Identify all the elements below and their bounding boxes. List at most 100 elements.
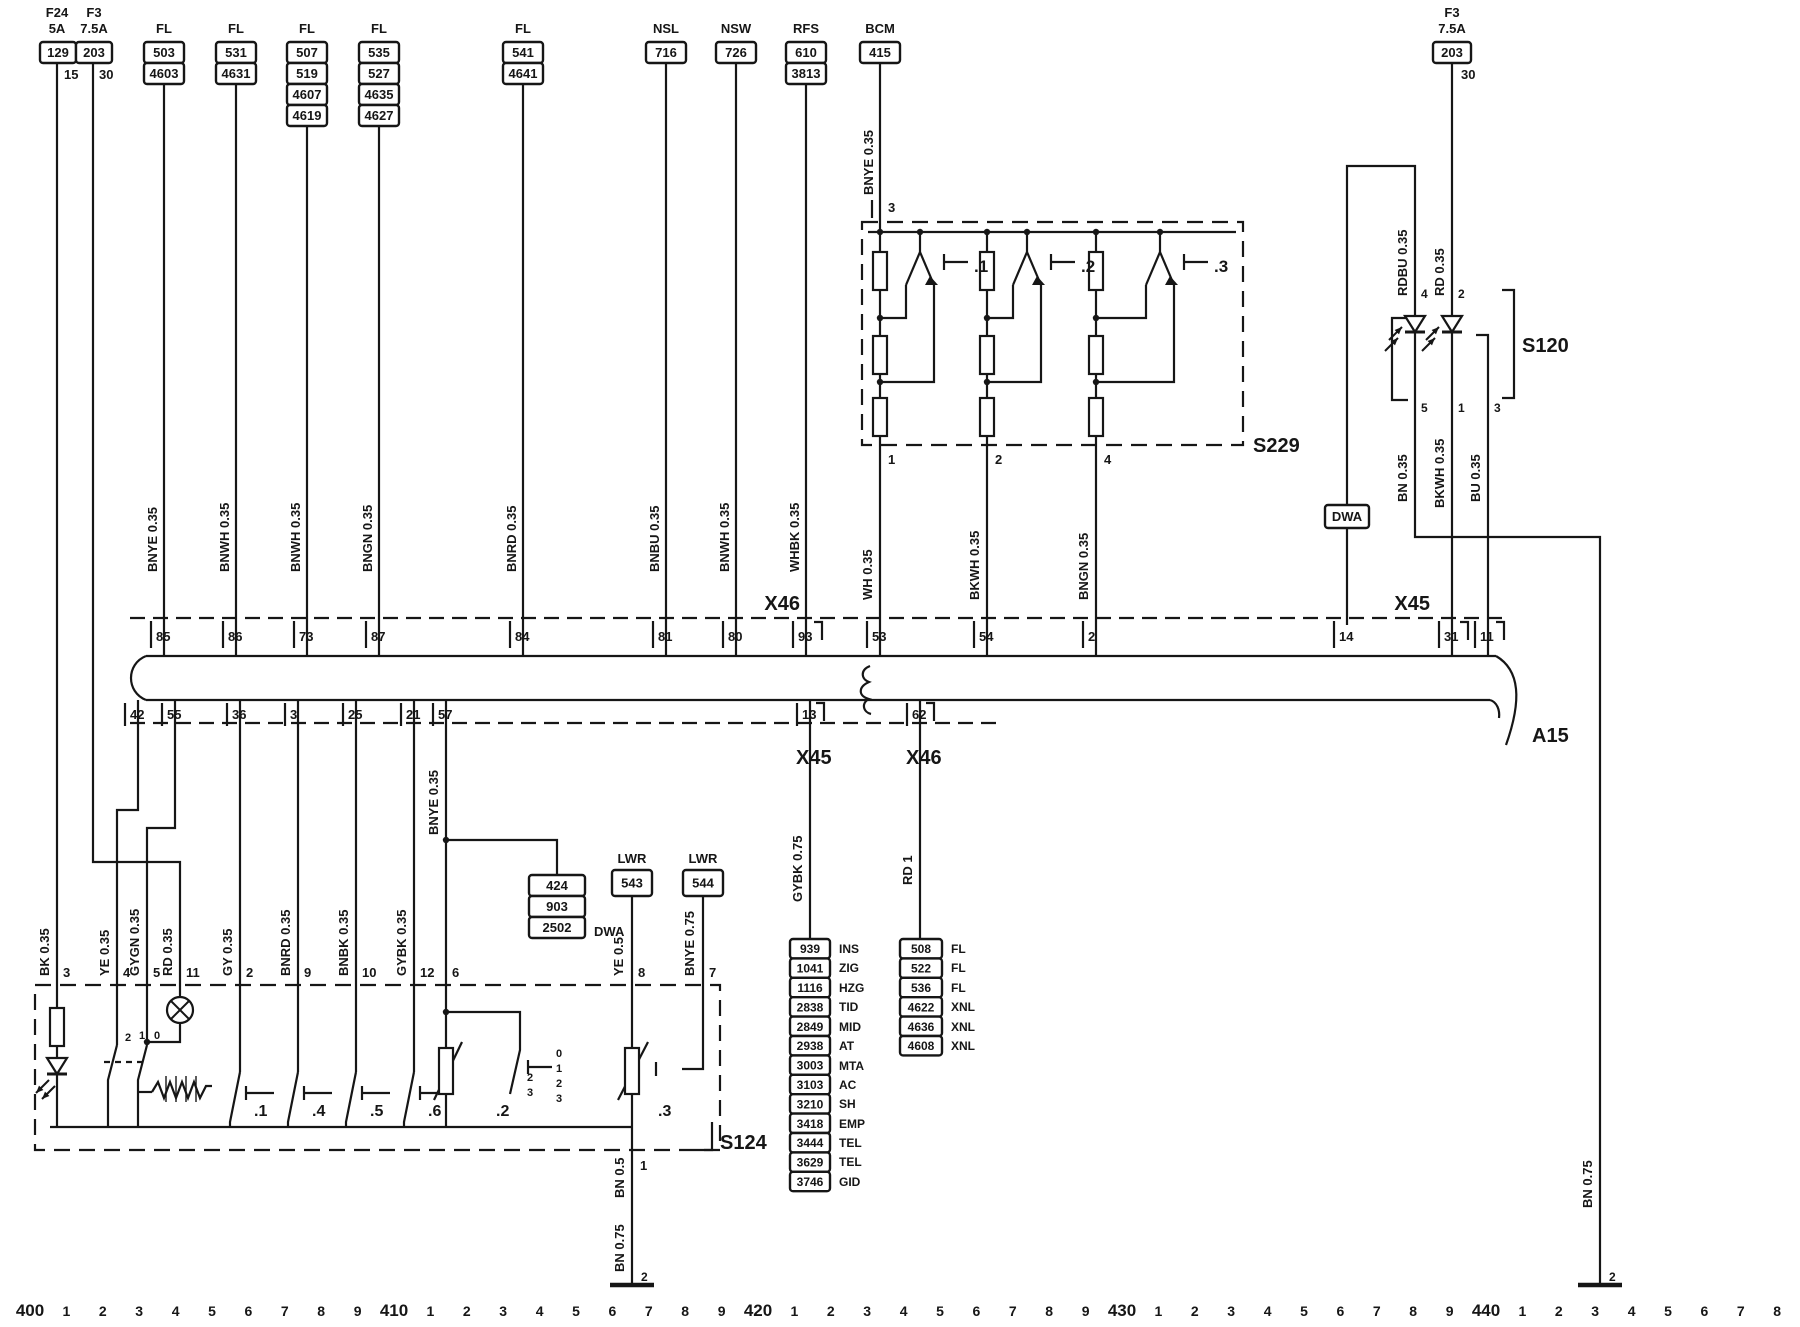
switch-position: 1 xyxy=(556,1063,562,1075)
grid-reference: 5 xyxy=(1300,1303,1308,1319)
wire-label: GYBK 0.35 xyxy=(394,910,409,976)
wire-label: RD 0.35 xyxy=(160,928,175,976)
pin-number: 8 xyxy=(638,965,645,980)
wire-box-bcm-415: 415 xyxy=(858,40,902,65)
switch-element-2: .2 xyxy=(496,1103,509,1120)
pin-number: 31 xyxy=(1444,629,1458,644)
arrowhead xyxy=(1165,276,1178,285)
pin-number: 1 xyxy=(640,1158,647,1173)
component-nsl: NSL xyxy=(653,21,679,36)
resistor-symbol xyxy=(978,396,996,438)
wire xyxy=(1476,333,1490,656)
box-value: 507 xyxy=(296,45,318,60)
wire-label: BNRD 0.35 xyxy=(278,910,293,976)
wire-label: BK 0.35 xyxy=(37,928,52,976)
wire xyxy=(402,1071,416,1127)
pin-number: 2 xyxy=(995,452,1002,467)
wire xyxy=(814,620,824,640)
wire-label: RD 0.35 xyxy=(1432,248,1447,296)
fuse-f3-right-label: F3 xyxy=(1444,5,1459,20)
component-bcm: BCM xyxy=(865,21,895,36)
wire xyxy=(1011,251,1029,286)
box-value: 203 xyxy=(83,45,105,60)
grid-reference: 2 xyxy=(463,1303,471,1319)
box-value: 4635 xyxy=(365,87,394,102)
led-indicator-icon xyxy=(1421,314,1464,352)
box-value: 4627 xyxy=(365,108,394,123)
wire-label: BKWH 0.35 xyxy=(1432,439,1447,508)
grid-reference: 3 xyxy=(499,1303,507,1319)
junction-dot xyxy=(442,836,450,844)
grid-reference: 2 xyxy=(99,1303,107,1319)
a15-left-end xyxy=(130,654,147,702)
grid-reference: 7 xyxy=(1009,1303,1017,1319)
grid-reference: 8 xyxy=(1773,1303,1781,1319)
wire xyxy=(91,63,182,997)
pin-number: 14 xyxy=(1339,629,1354,644)
wire-label: YE 0.35 xyxy=(97,930,112,976)
wire xyxy=(1390,316,1408,402)
pin-number: 2 xyxy=(1458,287,1465,301)
pin-number: 81 xyxy=(658,629,672,644)
wire-label: RD 1 xyxy=(900,855,915,885)
grid-reference: 3 xyxy=(1591,1303,1599,1319)
junction-dot xyxy=(916,228,924,236)
connector-x46-lower: X46 xyxy=(906,747,942,769)
grid-reference: 420 xyxy=(744,1301,772,1320)
wire xyxy=(106,1044,119,1127)
grid-reference: 4 xyxy=(172,1303,180,1319)
wire-label: GYBK 0.75 xyxy=(790,836,805,902)
table-label: AT xyxy=(839,1039,855,1053)
pin-number: 3 xyxy=(290,707,297,722)
table-label: XNL xyxy=(951,1020,975,1034)
switch-position: 2 xyxy=(556,1078,562,1090)
grid-reference: 6 xyxy=(1701,1303,1709,1319)
box-value: 203 xyxy=(1441,45,1463,60)
pin-number: 25 xyxy=(348,707,362,722)
box-value: 129 xyxy=(47,45,69,60)
grid-reference: 9 xyxy=(1082,1303,1090,1319)
switch-position: 0 xyxy=(154,1030,160,1042)
grid-reference: 4 xyxy=(1264,1303,1272,1319)
junction-dot xyxy=(983,314,991,322)
wire xyxy=(1096,285,1148,320)
box-value: 1116 xyxy=(797,981,823,995)
grid-reference: 400 xyxy=(16,1301,44,1320)
grid-reference: 7 xyxy=(1737,1303,1745,1319)
resistor-symbol xyxy=(978,334,996,376)
table-label: TEL xyxy=(839,1155,862,1169)
box-value: 3444 xyxy=(797,1136,824,1150)
wire xyxy=(1496,620,1506,640)
resistor-symbol xyxy=(871,250,889,292)
switch-wiper xyxy=(437,1046,455,1096)
pin-number: 62 xyxy=(912,707,926,722)
table-label: AC xyxy=(839,1078,857,1092)
wire xyxy=(446,838,559,875)
grid-reference: 7 xyxy=(1373,1303,1381,1319)
grid-reference: 3 xyxy=(1227,1303,1235,1319)
resistor-symbol xyxy=(1087,396,1105,438)
wire-label: BNWH 0.35 xyxy=(217,503,232,572)
box-value: 4603 xyxy=(150,66,179,81)
led-unit-s120-label: S120 xyxy=(1522,335,1569,357)
box-value: 610 xyxy=(795,45,817,60)
table-label: EMP xyxy=(839,1117,865,1131)
box-value: 4607 xyxy=(293,87,322,102)
grid-reference: 1 xyxy=(427,1303,435,1319)
junction-dot xyxy=(1092,378,1100,386)
pin-number: 3 xyxy=(888,200,895,215)
a15-right-hook xyxy=(1489,698,1501,719)
rheostat-zigzag xyxy=(151,1078,212,1102)
wire xyxy=(1502,288,1516,400)
wire-label: BNGN 0.35 xyxy=(1076,533,1091,600)
pin-number: 57 xyxy=(438,707,452,722)
wire-label: BN 0.75 xyxy=(1580,1160,1595,1208)
grid-reference: 410 xyxy=(380,1301,408,1320)
switch-position: 1 xyxy=(139,1030,145,1042)
box-value: 544 xyxy=(692,876,714,891)
junction-dot xyxy=(876,314,884,322)
grid-reference: 1 xyxy=(1519,1303,1527,1319)
